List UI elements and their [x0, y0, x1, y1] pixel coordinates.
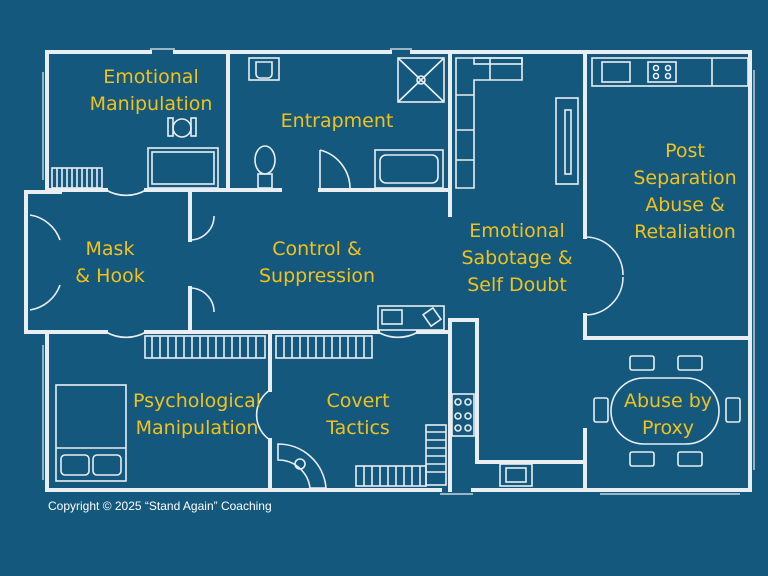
- chair: [172, 118, 192, 138]
- copyright-notice: Copyright © 2025 “Stand Again” Coaching: [48, 499, 272, 513]
- room-label-mask-hook: Mask & Hook: [75, 238, 145, 287]
- curved-desk: [277, 443, 327, 489]
- bottom-radiator: [355, 465, 427, 487]
- walls: [24, 50, 752, 492]
- room-label-entrapment: Entrapment: [280, 110, 394, 132]
- bathtub: [374, 149, 444, 189]
- room-label-psychological-manipulation: Psychological Manipulation: [133, 390, 261, 439]
- counter: [591, 57, 749, 87]
- stove: [451, 393, 475, 437]
- toilet: [254, 145, 276, 175]
- bed: [55, 384, 127, 482]
- tv-stand: [555, 97, 579, 185]
- desk: [147, 147, 219, 189]
- room-label-emotional-sabotage: Emotional Sabotage & Self Doubt: [461, 220, 573, 296]
- sink: [248, 57, 280, 81]
- covert-desk: [377, 305, 445, 331]
- room-label-covert-tactics: Covert Tactics: [326, 390, 390, 439]
- shower: [397, 57, 445, 103]
- doors: [29, 149, 624, 441]
- furniture: [51, 57, 749, 489]
- kitchen-sink: [499, 463, 533, 487]
- radiator-psych: [144, 335, 266, 359]
- room-label-post-separation: Post Separation Abuse & Retaliation: [633, 140, 737, 243]
- room-label-control-suppression: Control & Suppression: [258, 238, 376, 287]
- dining-table: [610, 377, 720, 445]
- sofa: [455, 57, 523, 189]
- window-lines: [42, 48, 755, 495]
- room-label-abuse-by-proxy: Abuse by Proxy: [623, 390, 713, 439]
- side-radiator: [425, 424, 447, 486]
- room-label-emotional-manipulation: Emotional Manipulation: [89, 66, 213, 115]
